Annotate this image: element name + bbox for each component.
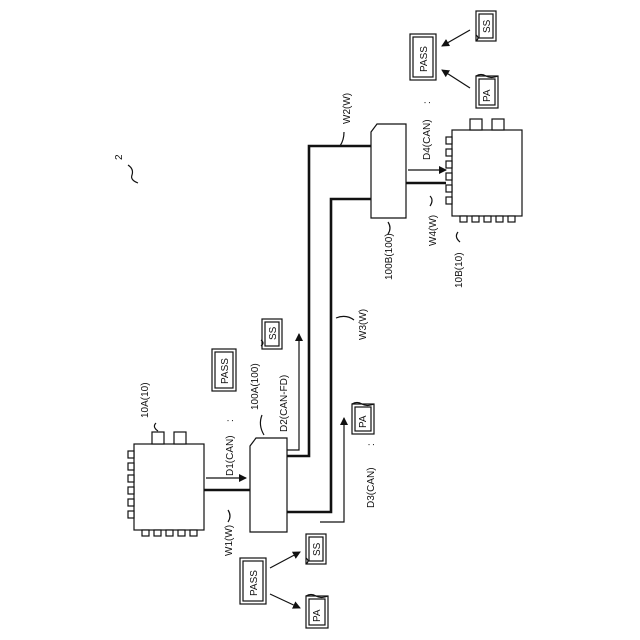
message-d3-label: D3(CAN) [366,467,377,508]
ecu-10b-pin [446,161,452,168]
ecu-10a-pin [178,530,185,536]
relay-100a-label: 100A(100) [250,363,261,410]
wire-w1-leader [228,510,230,522]
ecu-10b-pin [472,216,479,222]
ecu-10b-connector-1 [470,119,482,130]
stamp-d4-text: PASS [419,46,430,72]
ecu-10b-pin [484,216,491,222]
ecu-10b-pin [446,185,452,192]
ecu-10a-connector-2 [174,432,186,444]
stamp-d2-fragment: SS [261,319,282,349]
ecu-10b-pin [460,216,467,222]
ecu-10a-pin [128,475,134,482]
wire-w4-leader [430,196,432,206]
ecu-10a-pin [154,530,161,536]
stamp-bottom-fragment-ss: SS [306,534,326,564]
ecu-10a: 10A(10) [128,382,204,536]
stamp-d1-text: PASS [220,358,231,384]
ecu-10b-body [452,130,522,216]
ecu-10a-pin [128,511,134,518]
wire-w2-leader [340,132,344,146]
ecu-10a-pin [166,530,173,536]
ecu-10b-label: 10B(10) [454,252,465,288]
stamp-top-pa-text: PA [482,89,493,102]
stamp-bottom-ss-text: SS [312,542,323,556]
message-d4-label: D4(CAN) [422,119,433,160]
split-arrow-bottom-lower [270,594,300,608]
stamps: PASS SS PA PASS SS [212,11,498,628]
wire-w3-label: W3(W) [358,309,369,340]
stamp-d2-text: SS [268,326,279,340]
ecu-10b-pin [496,216,503,222]
figure-ref-leader [128,165,138,183]
ecu-10a-leader [154,423,158,431]
relay-100b-leader [388,222,390,234]
stamp-top-fragment-ss: SS [476,11,496,41]
relay-100a-leader [260,415,264,435]
wire-w2-label: W2(W) [342,93,353,124]
message-d1-colon: : [225,419,236,422]
wire-w4-label: W4(W) [428,215,439,246]
message-d4-colon: : [422,101,433,104]
relay-100b: 100B(100) [371,124,406,280]
stamp-top-ss-text: SS [482,19,493,33]
stamp-d3-text: PA [358,415,369,428]
message-d3-colon: : [366,443,377,446]
figure-reference: 2 [114,154,138,183]
stamp-source-bottom-text: PASS [249,570,260,596]
relay-100a-body [250,438,287,532]
message-d2-label: D2(CAN-FD) [279,375,290,432]
ecu-10b: 10B(10) [446,119,522,288]
ecu-10a-pin [142,530,149,536]
ecu-10b-pin [446,173,452,180]
messages: D1(CAN) : D2(CAN-FD) D3(CAN) : D4(CAN) : [206,101,446,522]
stamp-source-bottom: PASS [240,558,266,604]
wires: W1(W) W3(W) W2(W) W4(W) [204,93,446,556]
ecu-10a-pin [128,499,134,506]
stamp-d4-pass: PASS [410,34,436,80]
merge-arrow-top-upper [442,30,470,46]
ecu-10b-pin [446,197,452,204]
merge-arrow-top-lower [442,70,470,88]
ecu-10a-pin [128,487,134,494]
message-d1-label: D1(CAN) [225,435,236,476]
ecu-10a-pin [190,530,197,536]
stamp-bottom-pa-text: PA [312,609,323,622]
wire-w3-leader [336,316,354,320]
stamp-d1-pass: PASS [212,349,236,391]
ecu-10a-pin [128,463,134,470]
ecu-10b-pin [446,137,452,144]
ecu-10b-leader [456,232,460,242]
ecu-10a-pin [128,451,134,458]
stamp-top-fragment-pa: PA [476,75,498,109]
stamp-d3-fragment: PA [352,403,374,435]
ecu-10a-body [134,444,204,530]
stamp-bottom-fragment-pa: PA [306,595,328,629]
split-arrow-bottom-upper [270,552,300,568]
relay-100b-label: 100B(100) [384,233,395,280]
ecu-10b-connector-2 [492,119,504,130]
wire-w1-label: W1(W) [224,525,235,556]
ecu-10b-pin [508,216,515,222]
ecu-10a-connector-1 [152,432,164,444]
ecu-10a-label: 10A(10) [140,382,151,418]
relay-100b-body [371,124,406,218]
ecu-10b-pin [446,149,452,156]
figure-ref-label: 2 [114,154,125,160]
